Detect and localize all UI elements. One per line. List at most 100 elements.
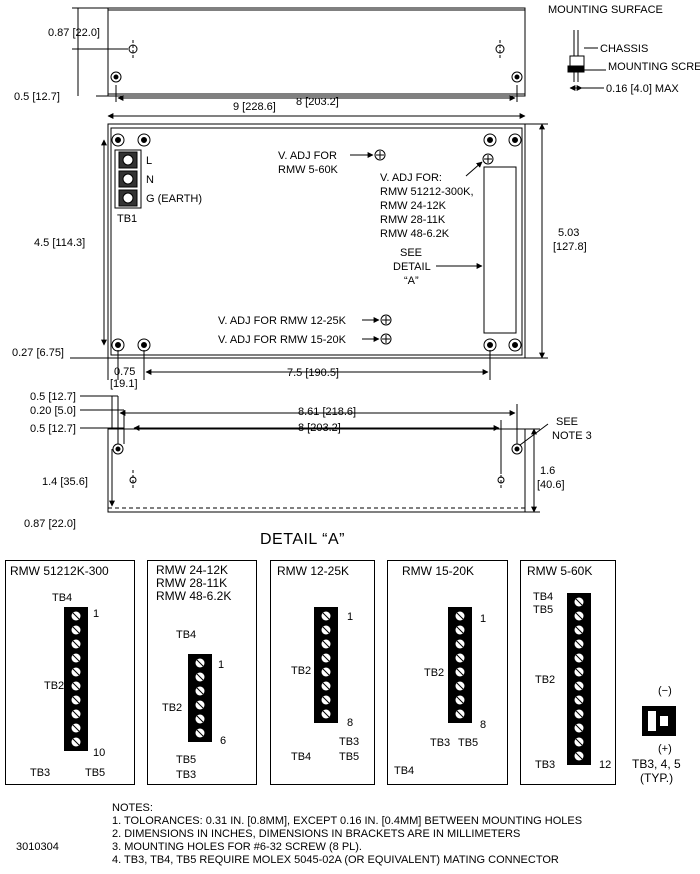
connector-minus: (−) xyxy=(658,685,672,697)
top-view-outline xyxy=(107,7,526,97)
tb4-label: TB4 xyxy=(52,592,73,604)
notes-section: NOTES: 1. TOLORANCES: 0.31 IN. [0.8MM], … xyxy=(112,802,582,867)
terminal-label-l: L xyxy=(146,155,152,167)
dim-14-label: 1.4 [35.6] xyxy=(42,476,88,488)
terminal-block xyxy=(567,593,591,765)
vadj-15-20k-label: V. ADJ FOR RMW 15-20K xyxy=(218,334,347,346)
terminal-block-drawing xyxy=(188,654,212,742)
detail-box-title: RMW 24-12K RMW 28-11K RMW 48-6.2K xyxy=(156,564,231,603)
pin-last-label: 6 xyxy=(220,735,227,747)
chassis-label: CHASSIS xyxy=(600,43,648,55)
tb2-label: TB2 xyxy=(424,667,445,679)
tb2-label: TB2 xyxy=(535,674,556,686)
detail-box-51212k: RMW 51212K-300 TB4 TB2 1 10 TB3 TB5 xyxy=(5,560,135,785)
tb4-label: TB4 xyxy=(291,751,312,763)
connector-caption-line2: (TYP.) xyxy=(640,771,673,785)
see-detail-line1: SEE xyxy=(400,247,422,259)
tb1-label: TB1 xyxy=(117,213,137,225)
vadj-5-60k-line1: V. ADJ FOR xyxy=(278,150,337,162)
dim-left-height-label: 4.5 [114.3] xyxy=(34,237,85,249)
tb2-label: TB2 xyxy=(44,680,65,692)
tb1-terminal-block xyxy=(114,149,142,209)
detail-box-12-25k: RMW 12-25K 1 TB2 8 TB3 TB4 TB5 xyxy=(270,560,375,785)
connector-legend: (−) (+) TB3, 4, 5 (TYP.) xyxy=(632,685,681,785)
connector-icon xyxy=(642,706,676,736)
pin-last-label: 8 xyxy=(480,719,487,731)
terminal-block xyxy=(188,654,212,742)
terminal-label-n: N xyxy=(146,174,154,186)
tb3-label: TB3 xyxy=(535,759,556,771)
tb3-label: TB3 xyxy=(339,736,360,748)
dim-overall-label: 8.61 [218.6] xyxy=(298,406,356,418)
dim-075-line1: 0.75 xyxy=(114,366,135,378)
tb5-label: TB5 xyxy=(176,754,197,766)
front-view-outline xyxy=(107,123,526,359)
tb2-label: TB2 xyxy=(291,665,312,677)
dim-height-label: 0.87 [22.0] xyxy=(48,27,100,39)
detail-box-24-12k: RMW 24-12K RMW 28-11K RMW 48-6.2K TB4 TB… xyxy=(147,560,257,785)
vadj-5-60k-line2: RMW 5-60K xyxy=(278,164,339,176)
pin-last-label: 8 xyxy=(347,717,354,729)
mounting-surface-text: MOUNTING SURFACE xyxy=(548,4,663,16)
vadj-for-line5: RMW 48-6.2K xyxy=(380,228,450,240)
dim-edge-label: 0.5 [12.7] xyxy=(14,91,60,103)
title-line: RMW 48-6.2K xyxy=(156,589,232,603)
vadj-pot-icon xyxy=(380,314,392,326)
mounting-surface-label: MOUNTING SURFACE xyxy=(548,4,663,16)
vadj-for-line1: V. ADJ FOR: xyxy=(380,172,442,184)
pin-first-label: 1 xyxy=(347,611,354,623)
see-detail-line3: “A” xyxy=(404,275,419,287)
top-view xyxy=(72,7,526,102)
dim-width-label: 9 [228.6] xyxy=(233,101,276,113)
vadj-12-25k-label: V. ADJ FOR RMW 12-25K xyxy=(218,315,347,327)
see-note-line2: NOTE 3 xyxy=(552,430,592,442)
document-number: 3010304 xyxy=(16,841,59,853)
vadj-pot-icon xyxy=(374,149,386,161)
dim-16-line1: 1.6 xyxy=(540,465,555,477)
max-dim-label: 0.16 [4.0] MAX xyxy=(606,83,679,95)
dim-bottom-c: 0.5 [12.7] xyxy=(30,423,76,435)
note-item: 4. TB3, TB4, TB5 REQUIRE MOLEX 5045-02A … xyxy=(112,854,559,866)
dim-holes-bottom-label: 8 [203.2] xyxy=(298,422,341,434)
terminal-block-drawing xyxy=(448,607,472,723)
dim-75-label: 7.5 [190.5] xyxy=(287,367,339,379)
detail-box-title: RMW 5-60K xyxy=(527,564,593,578)
note-item: 2. DIMENSIONS IN INCHES, DIMENSIONS IN B… xyxy=(112,828,521,840)
detail-box-5-60k: RMW 5-60K TB4 TB5 TB2 TB3 12 xyxy=(520,560,616,785)
vadj-pot-icon xyxy=(380,333,392,345)
mounting-side-detail xyxy=(567,30,606,91)
mounting-hole xyxy=(110,71,122,83)
note-item: 1. TOLORANCES: 0.31 IN. [0.8MM], EXCEPT … xyxy=(112,815,583,827)
vadj-for-line2: RMW 51212-300K, xyxy=(380,186,474,198)
pin-first-label: 1 xyxy=(93,608,100,620)
mounting-screw-label: MOUNTING SCREW xyxy=(608,61,700,73)
tb2-label: TB2 xyxy=(162,702,183,714)
pin-last-label: 12 xyxy=(599,759,612,771)
terminal-block-drawing xyxy=(64,607,88,751)
tb4-label: TB4 xyxy=(533,591,554,603)
dim-075-line2: [19.1] xyxy=(110,378,138,390)
detail-a-title: DETAIL “A” xyxy=(260,531,346,548)
pin-last-label: 10 xyxy=(93,747,106,759)
dim-bottom-edge-label: 0.27 [6.75] xyxy=(12,347,64,359)
tb5-label: TB5 xyxy=(339,751,360,763)
see-note-line1: SEE xyxy=(556,416,578,428)
terminal-label-g: G (EARTH) xyxy=(146,193,202,205)
pin-first-label: 1 xyxy=(480,613,487,625)
tb3-label: TB3 xyxy=(430,737,451,749)
dim-087-label: 0.87 [22.0] xyxy=(24,518,76,530)
note-item: 3. MOUNTING HOLES FOR #6-32 SCREW (8 PL)… xyxy=(112,841,362,853)
dim-bottom-a: 0.5 [12.7] xyxy=(30,391,76,403)
tb4-label: TB4 xyxy=(176,629,197,641)
detail-a-area xyxy=(483,166,517,334)
dim-bottom-b: 0.20 [5.0] xyxy=(30,405,76,417)
vadj-for-line3: RMW 24-12K xyxy=(380,200,447,212)
detail-box-title: RMW 15-20K xyxy=(402,564,475,578)
detail-box-title: RMW 12-25K xyxy=(277,564,350,578)
mounting-hole xyxy=(511,71,523,83)
notes-heading: NOTES: xyxy=(112,802,153,814)
detail-box-15-20k: RMW 15-20K 1 TB2 8 TB3 TB5 TB4 xyxy=(387,560,508,785)
front-view xyxy=(70,113,548,380)
terminal-block-drawing xyxy=(314,607,338,723)
